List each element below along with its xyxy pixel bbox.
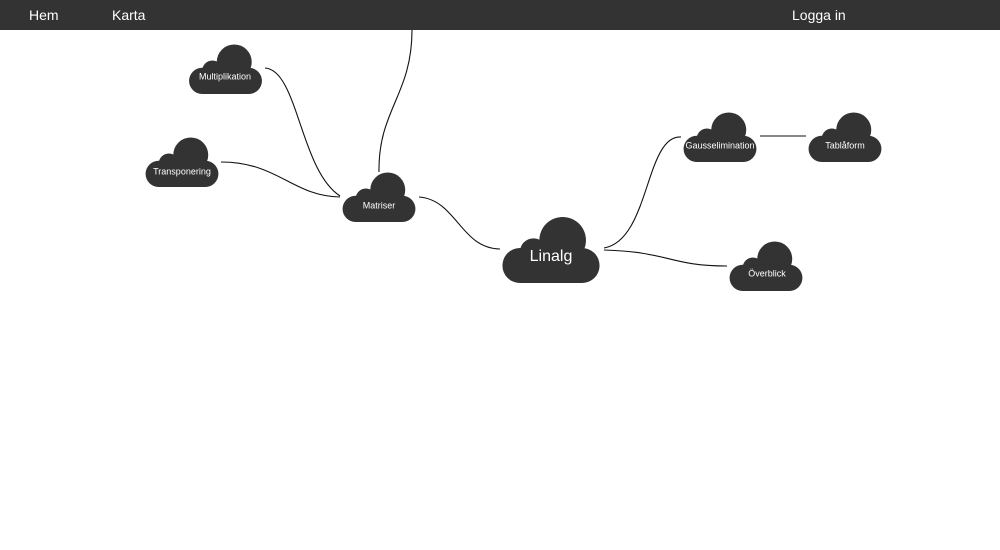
edge-linalg-matriser — [418, 196, 501, 250]
node-gausselimination[interactable]: Gausselimination — [683, 112, 757, 162]
edge-linalg-overblick — [603, 249, 728, 267]
node-label-overblick: Överblick — [748, 268, 786, 278]
node-label-tablaform: Tablåform — [825, 140, 865, 150]
node-tablaform[interactable]: Tablåform — [808, 112, 882, 162]
cloud-icon — [145, 137, 219, 187]
top-navigation-bar: Hem Karta Logga in — [0, 0, 1000, 30]
node-label-linalg: Linalg — [530, 248, 573, 265]
login-link[interactable]: Logga in — [792, 7, 846, 23]
cloud-icon — [729, 241, 803, 291]
cloud-icon — [342, 172, 416, 222]
edge-matriser-transponering — [220, 161, 341, 198]
node-linalg-root[interactable]: Linalg — [502, 216, 600, 283]
cloud-icon — [808, 112, 882, 162]
edge-matriser-up — [378, 29, 413, 173]
node-label-matriser: Matriser — [363, 200, 396, 210]
edges — [220, 29, 806, 267]
node-label-gausselimination: Gausselimination — [685, 140, 754, 150]
edge-linalg-gausselimination — [603, 136, 682, 249]
cloud-icon — [683, 112, 757, 162]
nav-link-map[interactable]: Karta — [112, 7, 146, 23]
node-transponering[interactable]: Transponering — [145, 137, 219, 187]
node-overblick[interactable]: Överblick — [729, 241, 803, 291]
nav-link-home[interactable]: Hem — [29, 7, 59, 23]
cloud-icon — [189, 44, 262, 94]
edge-matriser-multiplikation — [264, 67, 341, 197]
node-matriser[interactable]: Matriser — [342, 172, 416, 222]
node-label-multiplikation: Multiplikation — [199, 71, 251, 81]
node-multiplikation[interactable]: Multiplikation — [189, 44, 262, 94]
node-label-transponering: Transponering — [153, 166, 211, 176]
